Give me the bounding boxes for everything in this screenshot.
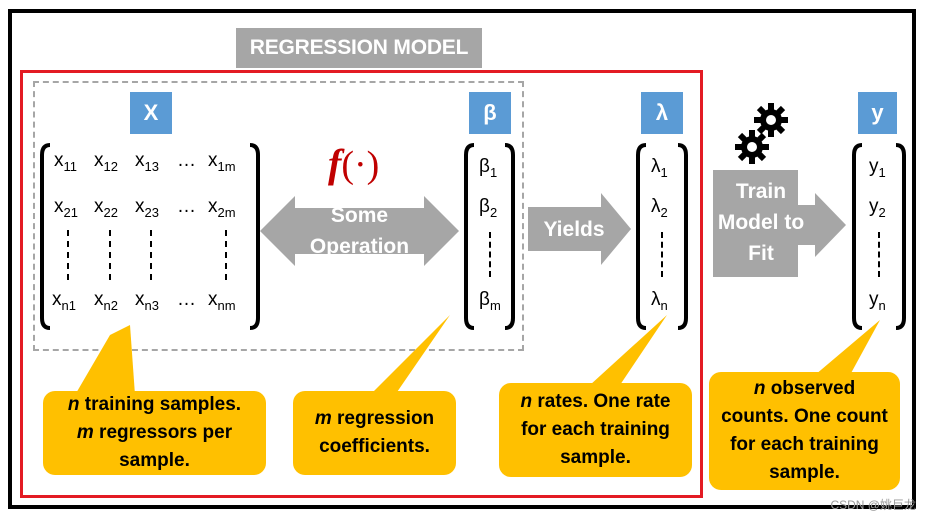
watermark: CSDN @姚巨龙	[830, 498, 916, 512]
y-1: y1	[869, 156, 886, 180]
counts-n: n	[753, 378, 766, 399]
rates-callout: n rates. One rate for each training samp…	[499, 383, 692, 477]
matrix-cell-x11: x11	[54, 150, 77, 174]
x-left-bracket	[40, 143, 51, 330]
lambda-vdots	[661, 232, 663, 277]
rates-text: rates. One rate for each training sample…	[521, 391, 671, 468]
function-label: f(·)	[328, 141, 380, 186]
matrix-vdots-col2	[109, 230, 111, 280]
y-n: yn	[869, 289, 886, 313]
matrix-vdots-col1	[67, 230, 69, 280]
beta-1: β1	[479, 156, 498, 180]
lambda-1: λ1	[651, 156, 668, 180]
beta-m: βm	[479, 289, 501, 313]
beta-right-bracket	[504, 143, 515, 330]
coefficients-m: m	[314, 408, 332, 429]
lambda-header: λ	[641, 92, 683, 134]
rates-n: n	[520, 391, 533, 412]
beta-left-bracket	[464, 143, 475, 330]
counts-callout: n observed counts. One count for each tr…	[709, 372, 900, 490]
samples-text2: regressors per sample.	[93, 422, 233, 471]
beta-header: β	[469, 92, 511, 134]
matrix-vdots-colm	[225, 230, 227, 280]
gear-large-icon	[754, 103, 788, 137]
operation-dashed-box	[33, 81, 524, 351]
operation-double-arrow	[260, 196, 459, 266]
matrix-cell-x13: x13	[135, 150, 159, 174]
samples-text1: training samples.	[79, 394, 242, 415]
lambda-left-bracket	[636, 143, 647, 330]
x-right-bracket	[249, 143, 260, 330]
yields-arrow	[528, 193, 631, 265]
matrix-cell-x1m: x1m	[208, 150, 236, 174]
matrix-cell-x23: x23	[135, 196, 159, 220]
matrix-cell-xn1: xn1	[52, 289, 76, 313]
matrix-cell-x2m: x2m	[208, 196, 236, 220]
samples-n: n	[67, 394, 80, 415]
samples-callout-tail	[75, 325, 135, 395]
model-title: REGRESSION MODEL	[236, 28, 482, 68]
matrix-ellipsis-rown: …	[177, 289, 196, 310]
counts-text: observed counts. One count for each trai…	[721, 378, 888, 483]
y-vdots	[878, 232, 880, 277]
counts-callout-tail	[815, 320, 880, 375]
y-2: y2	[869, 196, 886, 220]
lambda-right-bracket	[677, 143, 688, 330]
matrix-ellipsis-row2: …	[177, 196, 196, 217]
matrix-cell-xn2: xn2	[94, 289, 118, 313]
matrix-ellipsis-row1: …	[177, 150, 196, 171]
regression-model-box	[20, 70, 703, 498]
coefficients-callout-tail	[370, 315, 450, 395]
lambda-2: λ2	[651, 196, 668, 220]
train-label: Train Model to Fit	[717, 180, 805, 265]
samples-m: m	[76, 422, 94, 443]
beta-vdots	[489, 232, 491, 277]
matrix-cell-x22: x22	[94, 196, 118, 220]
matrix-vdots-col3	[150, 230, 152, 280]
coefficients-text: regression coefficients.	[319, 408, 435, 457]
outer-frame	[8, 9, 916, 509]
x-header: X	[130, 92, 172, 134]
operation-text: Some Operation	[309, 204, 410, 258]
matrix-cell-xnm: xnm	[208, 289, 236, 313]
matrix-cell-x12: x12	[94, 150, 118, 174]
train-arrow-head	[798, 193, 846, 257]
operation-label: Some Operation	[295, 200, 424, 262]
lambda-n: λn	[651, 289, 668, 313]
coefficients-callout: m regression coefficients.	[293, 391, 456, 475]
yields-label: Yields	[543, 218, 605, 241]
samples-callout: n training samples. m regressors per samp…	[43, 391, 266, 475]
train-box	[713, 170, 798, 277]
y-right-bracket	[895, 143, 906, 330]
y-left-bracket	[852, 143, 863, 330]
y-header: y	[858, 92, 897, 134]
beta-2: β2	[479, 196, 498, 220]
gear-small-icon	[735, 130, 769, 164]
rates-callout-tail	[590, 315, 667, 385]
matrix-cell-xn3: xn3	[135, 289, 159, 313]
matrix-cell-x21: x21	[54, 196, 78, 220]
